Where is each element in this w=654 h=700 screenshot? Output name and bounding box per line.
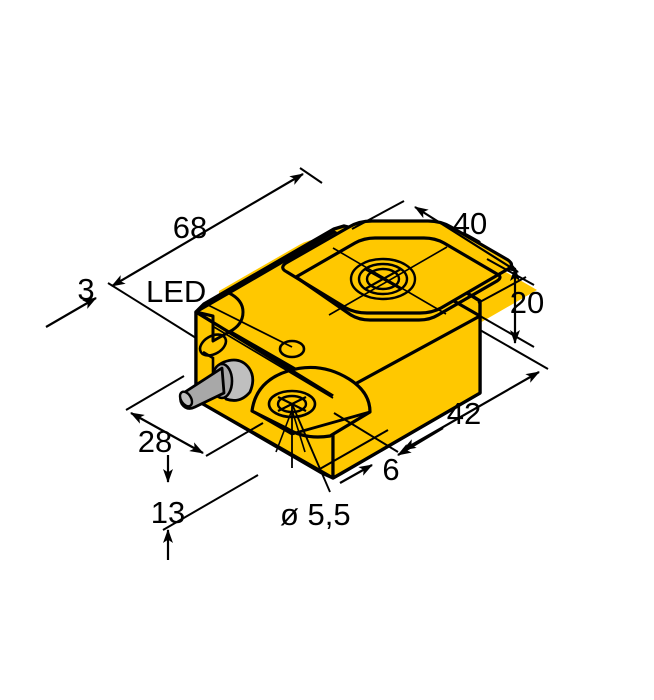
front-face-parting-line: [213, 326, 334, 399]
sensing-face-target-icon: [349, 257, 417, 301]
hole-leader-fan: [275, 409, 306, 453]
cable-end-face: [178, 390, 194, 408]
left-mounting-hole-icon: [198, 333, 228, 357]
dim-68-ext-left: [107, 282, 197, 339]
dim-42-ext-bottom: [333, 412, 399, 453]
dim-3-label: 3: [77, 272, 94, 307]
dim-20-ext-top: [486, 258, 535, 286]
diameter-leader-line: [291, 403, 331, 493]
dim-28-ext-bottom: [205, 422, 264, 457]
dim-42-ext-top: [479, 329, 549, 370]
dim-28-line: [130, 412, 204, 454]
dimension-length-42: 42: [333, 329, 549, 453]
dim-40-line: [414, 206, 519, 273]
dim-13-ext-lower: [162, 474, 259, 531]
led-callout: LED: [146, 274, 293, 348]
dim-68-ext-right: [299, 167, 323, 184]
dimension-offset-3: 3: [45, 272, 97, 328]
diameter-label: ø 5,5: [280, 497, 351, 532]
dim-28-label: 28: [138, 424, 172, 459]
dim-42-line: [402, 371, 540, 451]
dimension-height-20: 20: [479, 258, 544, 348]
dim-20-ext-bottom: [479, 315, 535, 348]
dim-20-label: 20: [510, 285, 544, 320]
dim-6-ext: [317, 429, 389, 471]
led-label: LED: [146, 274, 206, 309]
dim-6-line-right: [397, 427, 444, 456]
dim-68-label: 68: [173, 210, 207, 245]
dim-3-line: [45, 297, 97, 328]
dim-68-line: [111, 173, 304, 287]
dim-28-ext-top: [125, 375, 185, 411]
front-face-top-edge: [195, 310, 334, 398]
dim-6-label: 6: [382, 452, 399, 487]
dim-42-label: 42: [447, 396, 481, 431]
dim-6-line-left: [339, 464, 373, 484]
dimension-offset-28: 28: [125, 375, 264, 459]
dimension-width-40: 40: [351, 200, 527, 304]
dim-13-label: 13: [151, 495, 185, 530]
dimension-offset-13: 13: [151, 455, 259, 560]
dimension-offset-6: 6: [317, 427, 444, 487]
cable-assembly: [178, 358, 255, 410]
led-leader-line: [207, 304, 293, 348]
diameter-callout: ø 5,5: [280, 403, 351, 532]
top-axis-line-b: [332, 247, 447, 315]
dim-40-label: 40: [453, 206, 487, 241]
dim-40-ext-top: [351, 200, 405, 230]
top-recess-lip: [294, 236, 502, 322]
dimension-length-68: 68: [107, 167, 323, 339]
